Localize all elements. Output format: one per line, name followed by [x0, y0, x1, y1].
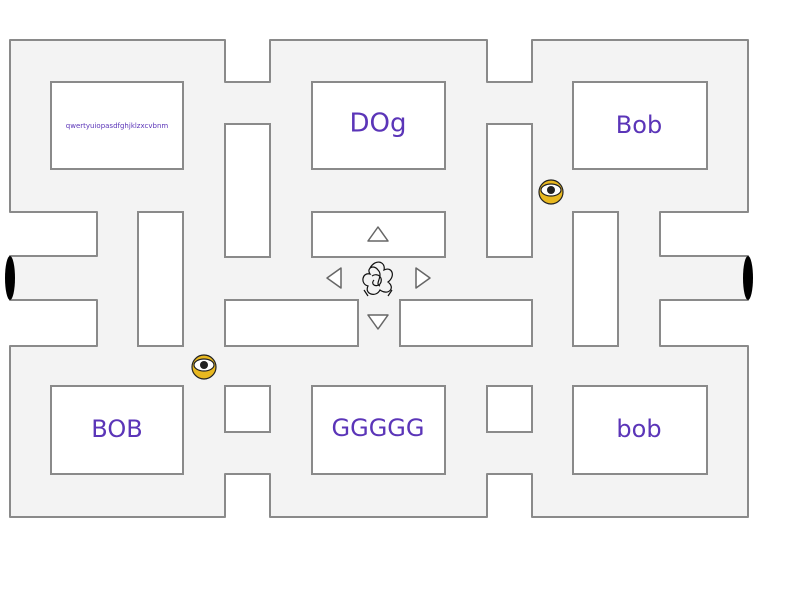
right-arrow-icon[interactable]	[415, 267, 431, 289]
room-top-left[interactable]	[50, 81, 184, 170]
wall-center-right	[399, 299, 533, 347]
room-label-top-center: DOg	[350, 109, 407, 139]
maze-walls	[137, 123, 619, 433]
wall-center-left	[224, 299, 359, 347]
direction-controls	[326, 226, 431, 330]
room-bottom-right[interactable]	[572, 385, 708, 475]
wall-top-left-vertical	[224, 123, 271, 258]
wall-bottom-right-square	[486, 385, 533, 433]
left-arrow-icon[interactable]	[326, 267, 342, 289]
rooms	[50, 81, 708, 475]
room-label-bottom-right: bob	[616, 415, 661, 443]
enemy-left	[191, 354, 217, 380]
enemy-pupil	[200, 361, 208, 369]
portal-right[interactable]	[743, 256, 753, 300]
room-label-bottom-center: GGGGG	[332, 414, 425, 442]
room-label-bottom-left: BOB	[91, 415, 142, 443]
room-top-right[interactable]	[572, 81, 708, 170]
player-character	[362, 261, 393, 297]
wall-left-pillar	[137, 211, 184, 347]
enemy-pupil	[547, 186, 555, 194]
room-top-center[interactable]	[311, 81, 446, 170]
room-label-top-left: qwertyuiopasdfghjklzxcvbnm	[66, 122, 169, 130]
wall-bottom-left-square	[224, 385, 271, 433]
down-arrow-icon[interactable]	[367, 314, 389, 330]
wall-top-right-vertical	[486, 123, 533, 258]
portal-left[interactable]	[5, 256, 15, 300]
wall-right-pillar	[572, 211, 619, 347]
up-arrow-icon[interactable]	[367, 226, 389, 242]
room-bottom-center[interactable]	[311, 385, 446, 475]
room-bottom-left[interactable]	[50, 385, 184, 475]
room-label-top-right: Bob	[616, 111, 662, 139]
enemy-right	[538, 179, 564, 205]
